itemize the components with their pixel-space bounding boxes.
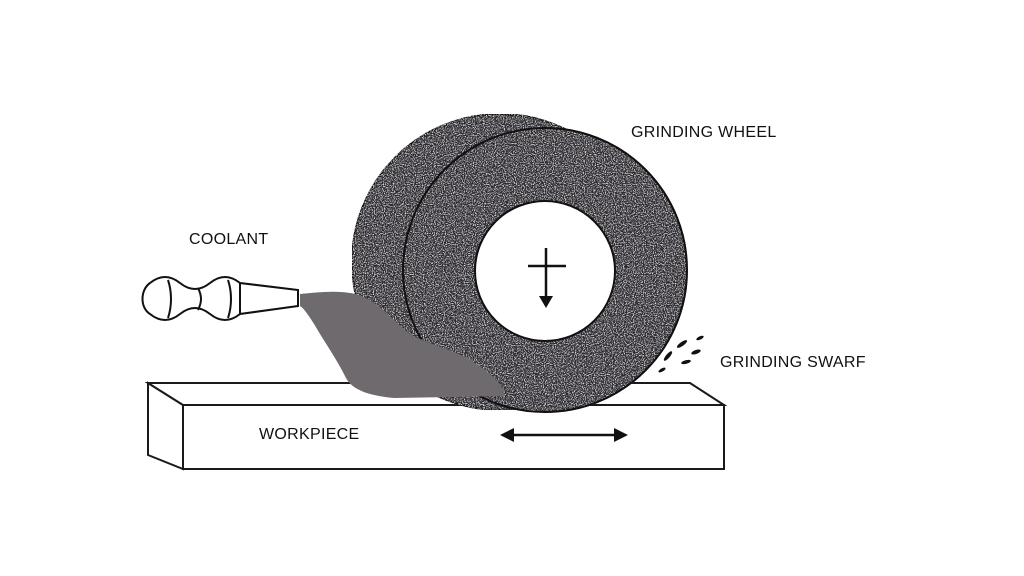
workpiece-label: WORKPIECE [259, 426, 360, 443]
traverse-double-arrow [500, 428, 628, 442]
swarf-particles [658, 335, 704, 373]
coolant-stream [300, 291, 505, 398]
feed-down-arrow [528, 248, 566, 308]
coolant-label: COOLANT [189, 231, 269, 248]
coolant-nozzle [141, 276, 299, 321]
grinding-swarf-label: GRINDING SWARF [720, 354, 866, 371]
grinding-wheel-label: GRINDING WHEEL [631, 124, 777, 141]
